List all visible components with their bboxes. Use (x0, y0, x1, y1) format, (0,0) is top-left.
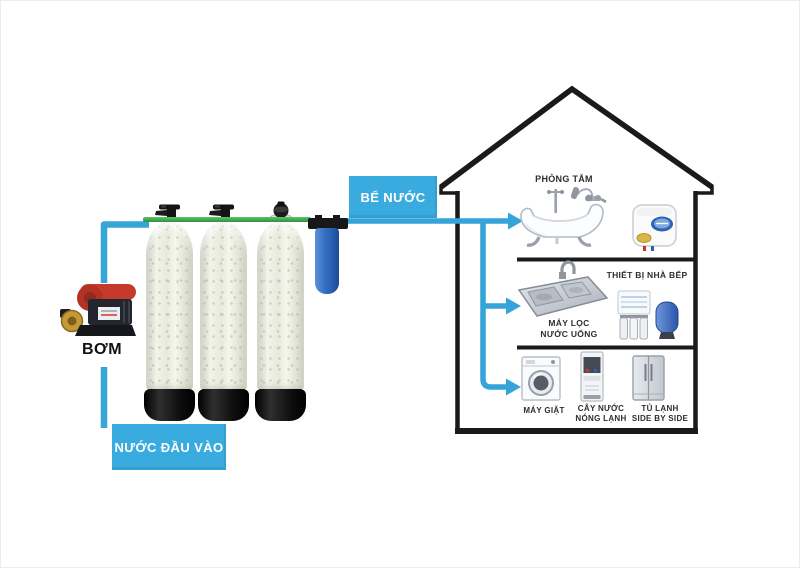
fridge-graphic (632, 355, 665, 401)
tank-base (198, 389, 249, 421)
cartridge-filter-housing (306, 215, 350, 299)
water-heater-graphic (632, 204, 677, 251)
filter-body (315, 228, 339, 294)
pump-graphic (60, 284, 136, 336)
tank-valve-icon (208, 204, 234, 220)
tank-base (144, 389, 195, 421)
filter-cap (308, 218, 348, 229)
fridge-label-line1: TỦ LẠNH (641, 404, 679, 413)
house-outline (439, 85, 714, 434)
manifold-pipe (143, 217, 311, 222)
kitchen-title: THIẾT BỊ NHÀ BẾP (606, 270, 688, 280)
washer-label: MÁY GIẶT (523, 406, 565, 415)
washing-machine-graphic (521, 356, 561, 401)
purifier-label: MÁY LỌC NƯỚC UỐNG (534, 318, 604, 340)
kitchen-sink-graphic (517, 260, 609, 317)
purifier-label-line2: NƯỚC UỐNG (540, 329, 598, 340)
pressure-tank-graphic (655, 301, 679, 339)
input-water-label: NƯỚC ĐẦU VÀO (112, 424, 226, 470)
dispenser-label: CÂY NƯỚC NÓNG LẠNH (572, 404, 630, 425)
bathroom-title: PHÒNG TẮM (535, 174, 593, 184)
filter-tank-1 (144, 204, 195, 421)
fridge-label: TỦ LẠNH SIDE BY SIDE (630, 404, 690, 425)
tank-base (255, 389, 306, 421)
ro-purifier-graphic (617, 290, 651, 340)
filter-cap-fitting (315, 215, 322, 219)
fridge-label-line2: SIDE BY SIDE (631, 414, 689, 424)
dispenser-label-line1: CÂY NƯỚC (577, 404, 625, 413)
water-dispenser-graphic (580, 351, 604, 402)
dispenser-label-line2: NÓNG LẠNH (575, 414, 627, 424)
filter-tank-3 (255, 201, 306, 421)
bathtub-graphic (520, 187, 607, 247)
tank-valve-icon (154, 204, 180, 220)
pump: BƠM (58, 283, 146, 367)
pipe-arrowheads (506, 212, 523, 396)
purifier-label-line1: MÁY LỌC (548, 318, 590, 328)
filter-tank-2 (198, 204, 249, 421)
filter-cap-fitting (333, 215, 340, 219)
storage-tank-label: BỂ NƯỚC (349, 176, 437, 218)
pump-label: BƠM (81, 341, 123, 358)
